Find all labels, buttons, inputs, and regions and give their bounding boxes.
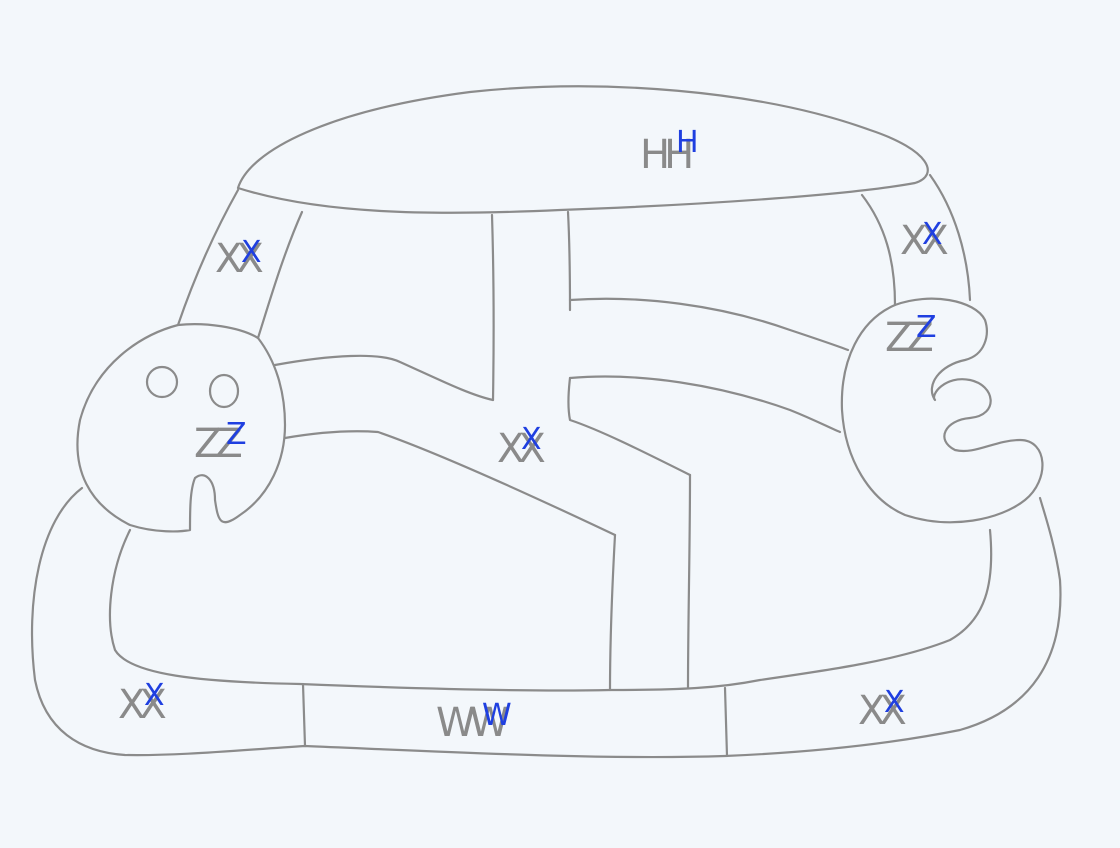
left-blob-ink-label: Z: [226, 417, 247, 452]
central-inner-wall: [567, 376, 692, 477]
label-right-blob: ZZ Z: [885, 310, 938, 361]
bottom-center-channel-ink-label: W: [482, 698, 512, 733]
label-top-lobe: HH H: [640, 125, 699, 178]
left-lower-corridor: [283, 430, 617, 537]
upper-right-arm-ink-label: X: [922, 217, 943, 252]
top-lobe-outline: [236, 85, 929, 214]
left-blob-eye-right: [208, 373, 240, 409]
label-upper-left-arm: XX X: [215, 235, 269, 282]
top-lobe-pencil-label: HH: [640, 132, 691, 178]
upper-left-arm-outline: [176, 188, 304, 340]
label-center-junction: XX X: [497, 422, 551, 472]
label-left-blob: ZZ Z: [194, 417, 247, 467]
right-blob-ink-label: Z: [916, 310, 937, 345]
right-blob-outline: [840, 297, 1044, 524]
center-junction-ink-label: X: [521, 422, 542, 457]
inner-bottom-loop: [108, 528, 993, 692]
left-blob-outline: [76, 323, 287, 533]
bottom-center-channel-pencil-label: WW: [436, 700, 509, 746]
left-upper-corridor: [273, 354, 495, 402]
central-lower-right-branch: [568, 375, 842, 434]
central-upper-right-branch: [568, 297, 850, 352]
central-right-wall: [566, 210, 572, 312]
bottom-left-divider: [301, 682, 307, 748]
label-upper-right-arm: XX X: [900, 217, 954, 264]
central-right-descender: [686, 473, 692, 690]
label-lower-left-channel: XX X: [118, 678, 172, 728]
outer-bottom-loop: [30, 486, 1062, 759]
label-bottom-center-channel: WW W: [436, 698, 515, 746]
central-left-descender: [608, 533, 617, 692]
upper-right-arm-outline: [860, 173, 972, 307]
left-blob-eye-left: [145, 365, 179, 399]
lower-left-channel-ink-label: X: [144, 678, 165, 713]
top-lobe-ink-label: H: [676, 125, 699, 160]
bottom-right-divider: [723, 686, 729, 758]
central-left-wall: [490, 213, 495, 402]
upper-left-arm-ink-label: X: [241, 235, 262, 270]
label-lower-right-channel: XX X: [858, 685, 912, 734]
lower-right-channel-ink-label: X: [884, 685, 905, 720]
